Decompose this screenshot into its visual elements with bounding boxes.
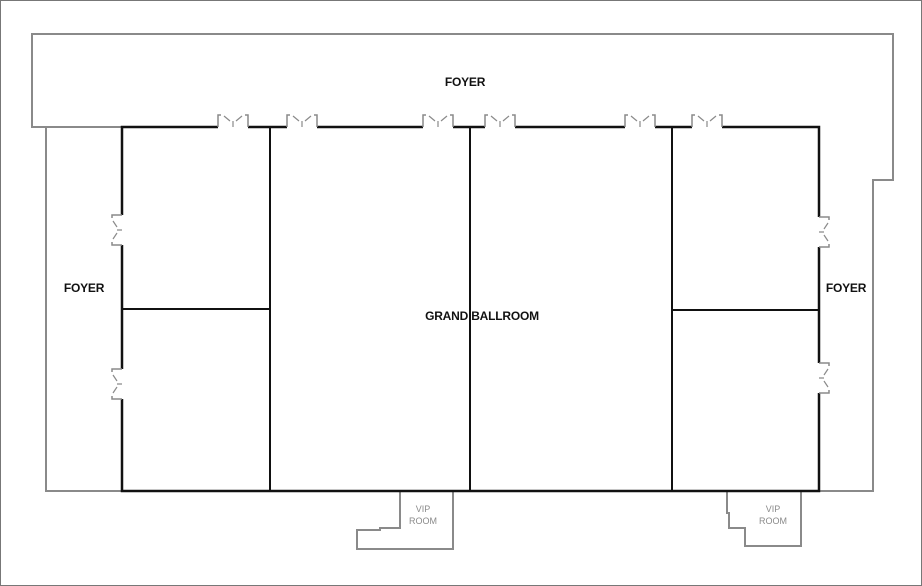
doors-layer [110, 114, 831, 400]
door-frame-right-1 [819, 216, 830, 248]
door-frame-top-6 [691, 114, 723, 127]
vip-room-left-outline [356, 491, 454, 550]
door-swing-right-1 [819, 222, 829, 242]
foyer-left-label: FOYER [63, 281, 105, 295]
door-swing-top-3 [428, 115, 448, 127]
vip-room-label-2-line2: ROOM [759, 516, 787, 526]
foyer-outline-left-wall [32, 126, 122, 492]
foyer-outline [31, 33, 894, 492]
door-swing-left-2 [112, 374, 122, 394]
door-frame-top-1 [217, 114, 249, 127]
vip-room-label-2: VIP ROOM [759, 503, 787, 527]
door-frame-top-4 [484, 114, 516, 127]
door-swing-top-5 [630, 115, 650, 127]
door-swing-right-2 [819, 368, 829, 388]
door-swing-left-1 [112, 220, 122, 240]
door-frame-top-2 [286, 114, 318, 127]
door-swing-top-4 [490, 115, 510, 127]
door-frame-right-2 [819, 362, 830, 394]
vip-room-label-2-line1: VIP [765, 504, 781, 514]
door-frame-left-2 [111, 368, 122, 400]
foyer-top-label: FOYER [444, 75, 486, 89]
door-swing-top-6 [697, 115, 717, 127]
vip-room-label-1-line1: VIP [415, 504, 431, 514]
door-frame-left-1 [111, 214, 122, 246]
vip-room-label-1: VIP ROOM [409, 503, 437, 527]
door-swing-top-2 [292, 115, 312, 127]
vip-room-label-1-line2: ROOM [409, 516, 437, 526]
foyer-right-label: FOYER [825, 281, 867, 295]
door-frame-top-3 [422, 114, 454, 127]
door-frame-top-5 [624, 114, 656, 127]
door-swing-top-1 [223, 115, 243, 127]
grand-ballroom-label: GRAND BALLROOM [425, 309, 539, 323]
vip-room-right-outline [726, 491, 802, 547]
